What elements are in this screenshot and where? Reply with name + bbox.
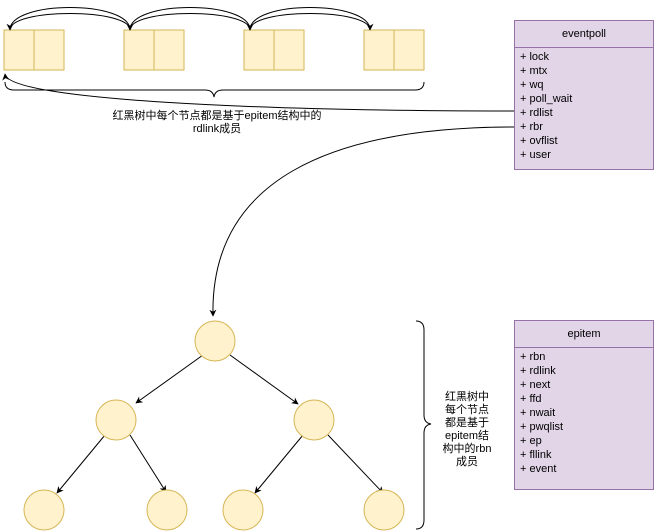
- rbn-note-line-1: 红黑树中: [445, 391, 489, 403]
- eventpoll-field-lock: + lock: [520, 51, 550, 63]
- eventpoll-fields: + lock + mtx + wq + poll_wait + rdlist +…: [515, 48, 653, 162]
- rdlist-link-forward-1: [9, 7, 134, 31]
- tree-edge-right-left: [254, 434, 304, 494]
- rdlist-link-back-3: [246, 13, 371, 31]
- rdlist-note: 红黑树中每个节点都是基于epitem结构中的 rdlink成员: [92, 110, 342, 136]
- eventpoll-class-box: eventpoll + lock + mtx + wq + poll_wait …: [514, 20, 654, 170]
- epitem-field-next: + next: [520, 379, 551, 391]
- eventpoll-field-mtx: + mtx: [520, 65, 548, 77]
- rdlist-link-back-1: [6, 13, 131, 31]
- rbn-note-line-6: 成员: [456, 456, 478, 468]
- tree-edge-root-right: [229, 354, 299, 405]
- tree-node-root: [194, 320, 236, 362]
- rdlist-node-3: [243, 29, 305, 71]
- eventpoll-field-rdlist: + rdlist: [520, 107, 553, 119]
- rdlist-node-2: [123, 29, 185, 71]
- tree-node-left: [95, 399, 137, 441]
- rdlist-pointer-arrow: [2, 73, 515, 112]
- rdlist-note-line-2: rdlink成员: [192, 123, 242, 135]
- tree-node-left-right: [146, 489, 188, 531]
- rbn-note-line-4: epitem结: [444, 430, 490, 442]
- rbr-pointer-arrow: [209, 126, 515, 317]
- eventpoll-title: eventpoll: [515, 21, 653, 48]
- epitem-field-nwait: + nwait: [520, 407, 556, 419]
- tree-edge-root-left: [135, 354, 204, 404]
- tree-node-left-left: [23, 489, 65, 531]
- epitem-field-rdlink: + rdlink: [520, 365, 556, 377]
- tree-node-right-left: [222, 489, 264, 531]
- epitem-field-pwqlist: + pwqlist: [520, 421, 564, 433]
- epitem-field-ffd: + ffd: [520, 393, 542, 405]
- rdlist-link-back-2: [126, 13, 251, 31]
- epitem-fields: + rbn + rdlink + next + ffd + nwait + pw…: [515, 348, 653, 476]
- epitem-class-box: epitem + rbn + rdlink + next + ffd + nwa…: [514, 320, 654, 490]
- tree-edge-right-right: [327, 434, 384, 494]
- rdlist-note-line-1: 红黑树中每个节点都是基于epitem结构中的: [112, 110, 322, 122]
- eventpoll-field-ovflist: + ovflist: [520, 135, 558, 147]
- eventpoll-field-rbr: + rbr: [520, 121, 543, 133]
- rdlist-node-1: [3, 29, 65, 71]
- eventpoll-field-user: + user: [520, 149, 551, 161]
- rbn-note-line-2: 每个节点: [445, 404, 489, 416]
- epitem-title: epitem: [515, 321, 653, 348]
- tree-brace: [415, 320, 432, 530]
- rbn-note: 红黑树中 每个节点 都是基于 epitem结 构中的rbn 成员: [432, 391, 502, 469]
- tree-node-right: [293, 399, 335, 441]
- rdlist-link-forward-3: [249, 7, 374, 31]
- rdlist-brace: [4, 81, 425, 98]
- rdlist-link-forward-2: [129, 7, 254, 31]
- tree-edge-left-right: [129, 434, 167, 493]
- epitem-field-fllink: + fllink: [520, 449, 552, 461]
- epitem-field-rbn: + rbn: [520, 351, 546, 363]
- rbn-note-line-3: 都是基于: [445, 417, 489, 429]
- rbn-note-line-5: 构中的rbn: [442, 443, 492, 455]
- tree-edge-left-left: [56, 434, 106, 494]
- rdlist-node-4: [363, 29, 425, 71]
- tree-node-right-right: [363, 489, 405, 531]
- epitem-field-event: + event: [520, 463, 557, 475]
- epitem-field-ep: + ep: [520, 435, 542, 447]
- eventpoll-field-wq: + wq: [520, 79, 544, 91]
- eventpoll-field-poll-wait: + poll_wait: [520, 93, 573, 105]
